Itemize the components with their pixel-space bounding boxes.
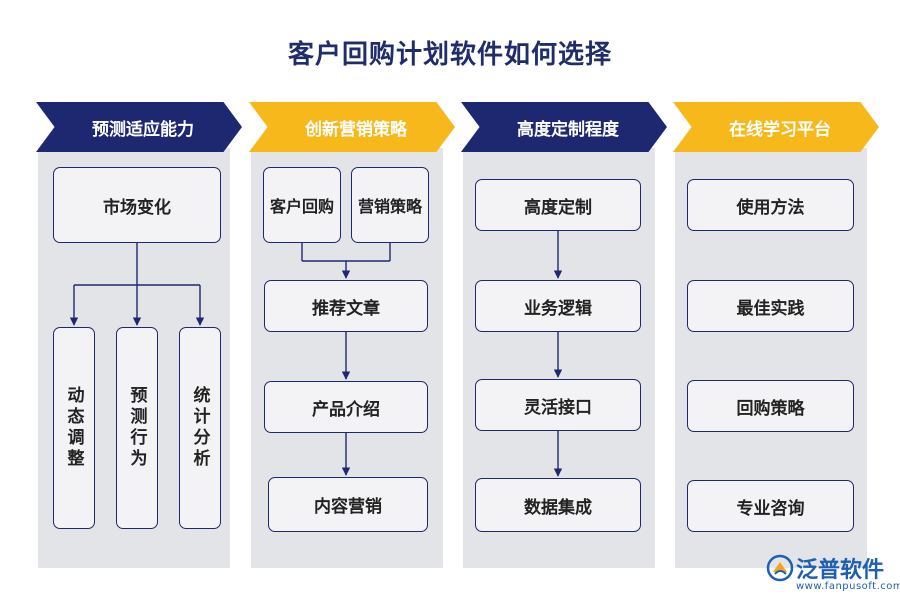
- business-logic-node: 业务逻辑: [475, 280, 641, 332]
- column-2-header: 创新营销策略: [249, 102, 455, 152]
- best-practice-node: 最佳实践: [687, 280, 854, 332]
- usage-method-node: 使用方法: [687, 179, 854, 231]
- logo-name: 泛普软件: [796, 558, 885, 583]
- product-intro-node: 产品介绍: [264, 381, 428, 433]
- fanpu-logo-icon: [766, 554, 794, 582]
- stat-analysis-node: 统计分析: [179, 327, 221, 529]
- recommend-article-node: 推荐文章: [264, 280, 428, 332]
- dynamic-adjust-node: 动态调整: [53, 327, 95, 529]
- data-integration-node: 数据集成: [475, 478, 641, 532]
- repurchase-strategy-node: 回购策略: [687, 380, 854, 432]
- flexible-interface-node: 灵活接口: [475, 379, 641, 431]
- fanpu-logo: 泛普软件 www.fanpusoft.com: [766, 552, 900, 598]
- market-change-node: 市场变化: [53, 167, 221, 243]
- predict-behavior-node: 预测行为: [116, 327, 158, 529]
- column-4-header: 在线学习平台: [673, 102, 879, 152]
- column-3-header: 高度定制程度: [461, 102, 667, 152]
- column-1-header: 预测适应能力: [36, 102, 242, 152]
- content-marketing-node: 内容营销: [268, 477, 428, 532]
- marketing-strategy-node: 营销策略: [351, 167, 429, 243]
- expert-consult-node: 专业咨询: [687, 480, 854, 532]
- customer-repurchase-node: 客户回购: [263, 167, 341, 243]
- logo-url: www.fanpusoft.com: [796, 581, 900, 592]
- page-title: 客户回购计划软件如何选择: [287, 40, 612, 70]
- high-customization-node: 高度定制: [475, 179, 641, 231]
